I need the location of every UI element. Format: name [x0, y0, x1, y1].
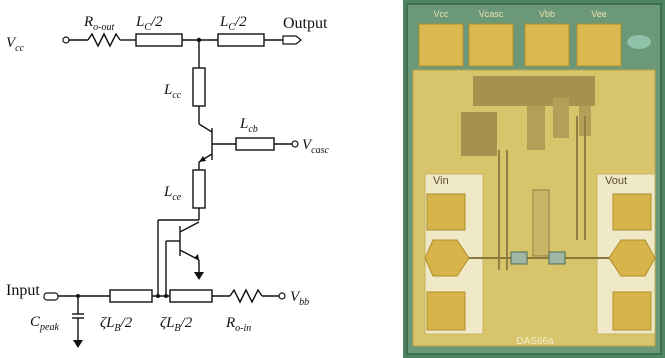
inductor-lcc — [192, 67, 206, 107]
rf-in-ground-pad-bottom — [426, 291, 466, 331]
r-o-in-label: Ro-in — [225, 315, 251, 334]
lcb-label: Lcb — [239, 116, 258, 135]
inductor-zlb-right — [169, 289, 213, 303]
vbb-label: Vbb — [290, 289, 309, 308]
vcc-terminal — [62, 36, 70, 44]
r-o-out-label: Ro-out — [83, 14, 115, 33]
inductor-zlb-left — [109, 289, 153, 303]
pad-vbb — [524, 23, 570, 67]
pad-label-vcc: Vcc — [433, 9, 449, 19]
input-label: Input — [6, 282, 40, 299]
circuit-schematic: Vcc Ro-out LC/2 LC/2 Output Lcc Lcb Vcas… — [6, 14, 330, 348]
chip-die-photo: Vcc Vcasc Vbb Vee Vin Vout DAS66a — [403, 0, 665, 358]
ground-arrow — [194, 272, 204, 280]
pad-vcasc — [468, 23, 514, 67]
rf-out-ground-pad-top — [612, 193, 652, 231]
inductor-lc-right — [217, 33, 265, 47]
inductor-lc-left — [135, 33, 183, 47]
vbb-terminal — [278, 292, 286, 300]
vout-label: Vout — [605, 175, 627, 187]
lc-right-label: LC/2 — [219, 14, 247, 33]
pad-label-vcasc: Vcasc — [479, 9, 504, 19]
pad-label-vbb: Vbb — [539, 9, 555, 19]
cpeak-ground-arrow — [73, 340, 83, 348]
output-terminal — [282, 35, 302, 45]
decorative-spot — [627, 35, 651, 49]
cpeak-label: Cpeak — [30, 314, 59, 333]
lc-left-label: LC/2 — [135, 14, 163, 33]
lcc-label: Lcc — [163, 82, 182, 101]
inductor-lce — [192, 169, 206, 209]
resistor-r-o-out — [87, 32, 121, 48]
pad-vee — [576, 23, 622, 67]
rf-out-ground-pad-bottom — [612, 291, 652, 331]
vin-label: Vin — [433, 175, 449, 187]
transistor-cell-right — [548, 251, 566, 265]
vcasc-terminal — [291, 140, 299, 148]
rf-in-ground-pad-top — [426, 193, 466, 231]
chip-id-label: DAS66a — [516, 336, 554, 347]
input-terminal — [43, 292, 59, 301]
vcc-label: Vcc — [6, 35, 25, 54]
vcasc-label: Vcasc — [302, 137, 330, 156]
zlb-left-label: ζLB/2 — [100, 315, 133, 334]
top-pad-row: Vcc Vcasc Vbb Vee — [418, 9, 622, 67]
pad-label-vee: Vee — [591, 9, 607, 19]
lce-label: Lce — [163, 184, 182, 203]
transistor-cell-left — [510, 251, 528, 265]
inductor-lcb — [235, 137, 275, 151]
pad-vcc — [418, 23, 464, 67]
rf-in-signal-pad — [424, 239, 470, 277]
zlb-right-label: ζLB/2 — [160, 315, 193, 334]
resistor-r-o-in — [229, 288, 263, 304]
output-label: Output — [283, 15, 328, 32]
